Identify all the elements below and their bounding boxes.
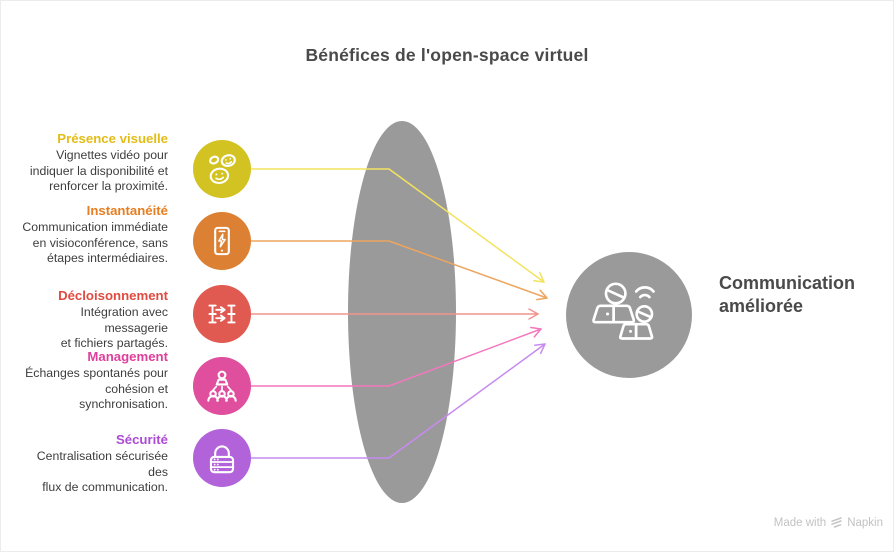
outcome-label: Communication améliorée (719, 273, 856, 316)
benefit-item-securite: Sécurité Centralisation sécurisée des fl… (16, 432, 168, 496)
smileys-icon (193, 140, 251, 198)
benefit-item-management: Management Échanges spontanés pour cohés… (16, 349, 168, 413)
lens-shape (348, 121, 456, 503)
benefit-title: Sécurité (115, 432, 168, 447)
benefit-description: Intégration avec messagerie et fichiers … (60, 305, 168, 351)
benefit-item-instantaneite: Instantanéité Communication immédiate en… (16, 203, 168, 267)
lock-server-icon (193, 429, 251, 487)
benefit-description: Vignettes vidéo pour indiquer la disponi… (29, 148, 168, 194)
arrow-instantaneite (250, 240, 548, 301)
benefit-title: Décloisonnement (58, 288, 168, 303)
arrow-securite (250, 343, 546, 459)
arrow-decloisonnement (250, 308, 539, 320)
phone-flash-icon (193, 212, 251, 270)
benefit-title: Instantanéité (86, 203, 168, 218)
made-with-napkin[interactable]: Made with Napkin (774, 516, 883, 529)
benefit-item-decloisonnement: Décloisonnement Intégration avec message… (16, 288, 168, 352)
arrow-management (250, 326, 542, 387)
benefit-description: Échanges spontanés pour cohésion et sync… (25, 366, 168, 412)
page-title: Bénéfices de l'open-space virtuel (305, 45, 589, 65)
arrow-presence (250, 168, 545, 283)
benefit-description: Communication immédiate en visioconféren… (22, 220, 168, 266)
benefit-item-presence: Présence visuelle Vignettes vidéo pour i… (16, 131, 168, 195)
footer-prefix: Made with (773, 516, 827, 529)
napkin-logo-icon (831, 517, 842, 528)
benefit-title: Présence visuelle (57, 131, 168, 146)
integration-icon (193, 285, 251, 343)
benefit-title: Management (87, 349, 168, 364)
benefit-description: Centralisation sécurisée des flux de com… (36, 449, 168, 495)
footer-brand: Napkin (847, 516, 883, 529)
collaboration-icon (566, 252, 692, 378)
team-icon (193, 357, 251, 415)
